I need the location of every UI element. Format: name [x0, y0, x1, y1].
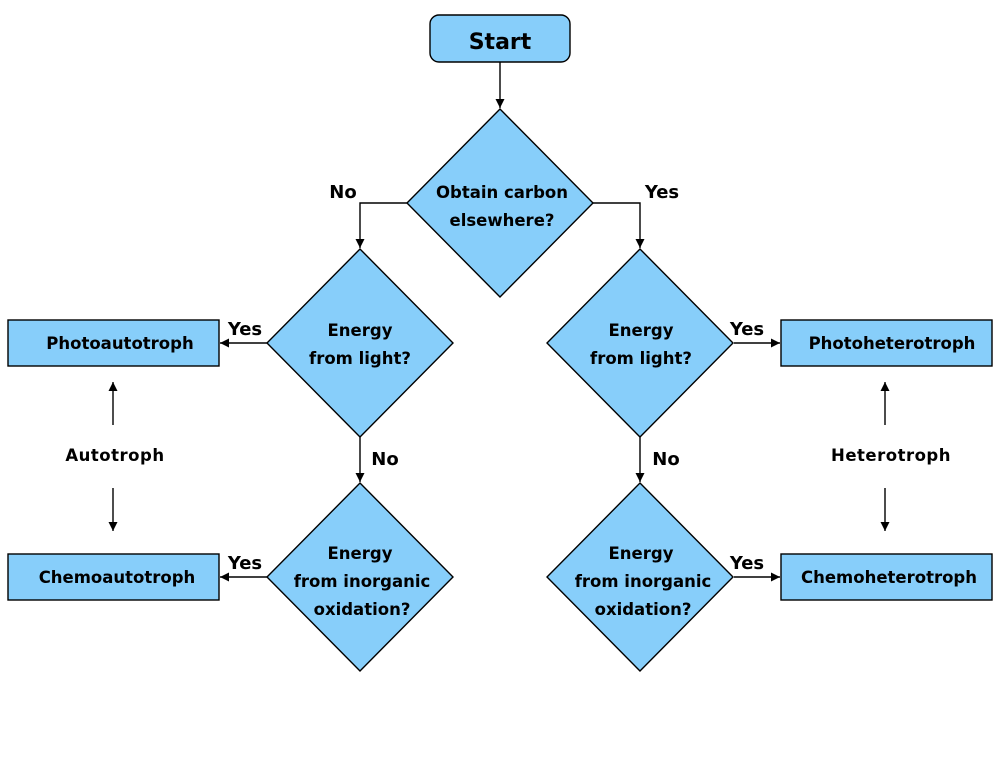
- decision-light-left-line-1: Energy: [328, 321, 393, 340]
- decision-inorganic-right: [546, 482, 734, 672]
- photoautotroph-box: [7, 319, 220, 367]
- label-inorganic-right-yes: Yes: [729, 553, 764, 574]
- start-label: Start: [469, 30, 532, 55]
- decision-light-right-line-1: Energy: [609, 321, 674, 340]
- decision-carbon-line-1: Obtain carbon: [436, 183, 568, 202]
- decision-inorganic-right-line-3: oxidation?: [595, 600, 692, 619]
- decision-inorganic-left-line-3: oxidation?: [314, 600, 411, 619]
- decision-carbon: [406, 108, 594, 298]
- decision-inorganic-left: [266, 482, 454, 672]
- decision-inorganic-left-line-2: from inorganic: [294, 572, 431, 591]
- photoheterotroph-box: [780, 319, 993, 367]
- decision-light-left-line-2: from light?: [309, 349, 411, 368]
- photoheterotroph-label: Photoheterotroph: [809, 334, 976, 353]
- edge-carbon-yes: [593, 202, 645, 248]
- group-label-heterotroph: Heterotroph: [831, 446, 951, 465]
- edge-carbon-no: [355, 202, 407, 248]
- decision-inorganic-right-line-1: Energy: [609, 544, 674, 563]
- label-inorganic-left-yes: Yes: [227, 553, 262, 574]
- decision-inorganic-right-line-2: from inorganic: [575, 572, 712, 591]
- chemoautotroph-label: Chemoautotroph: [39, 568, 196, 587]
- label-carbon-yes: Yes: [644, 182, 679, 203]
- label-light-left-no: No: [371, 449, 398, 470]
- decision-inorganic-left-line-1: Energy: [328, 544, 393, 563]
- chemoautotroph-box: [7, 553, 220, 601]
- decision-light-left: [266, 248, 454, 438]
- decision-carbon-line-2: elsewhere?: [450, 211, 555, 230]
- decision-light-right: [546, 248, 734, 438]
- chemoheterotroph-label: Chemoheterotroph: [801, 568, 977, 587]
- label-light-right-yes: Yes: [729, 319, 764, 340]
- start-node: [429, 14, 571, 63]
- photoautotroph-label: Photoautotroph: [46, 334, 193, 353]
- group-label-autotroph: Autotroph: [65, 446, 164, 465]
- label-carbon-no: No: [329, 182, 356, 203]
- chemoheterotroph-box: [780, 553, 993, 601]
- label-light-left-yes: Yes: [227, 319, 262, 340]
- decision-light-right-line-2: from light?: [590, 349, 692, 368]
- label-light-right-no: No: [652, 449, 679, 470]
